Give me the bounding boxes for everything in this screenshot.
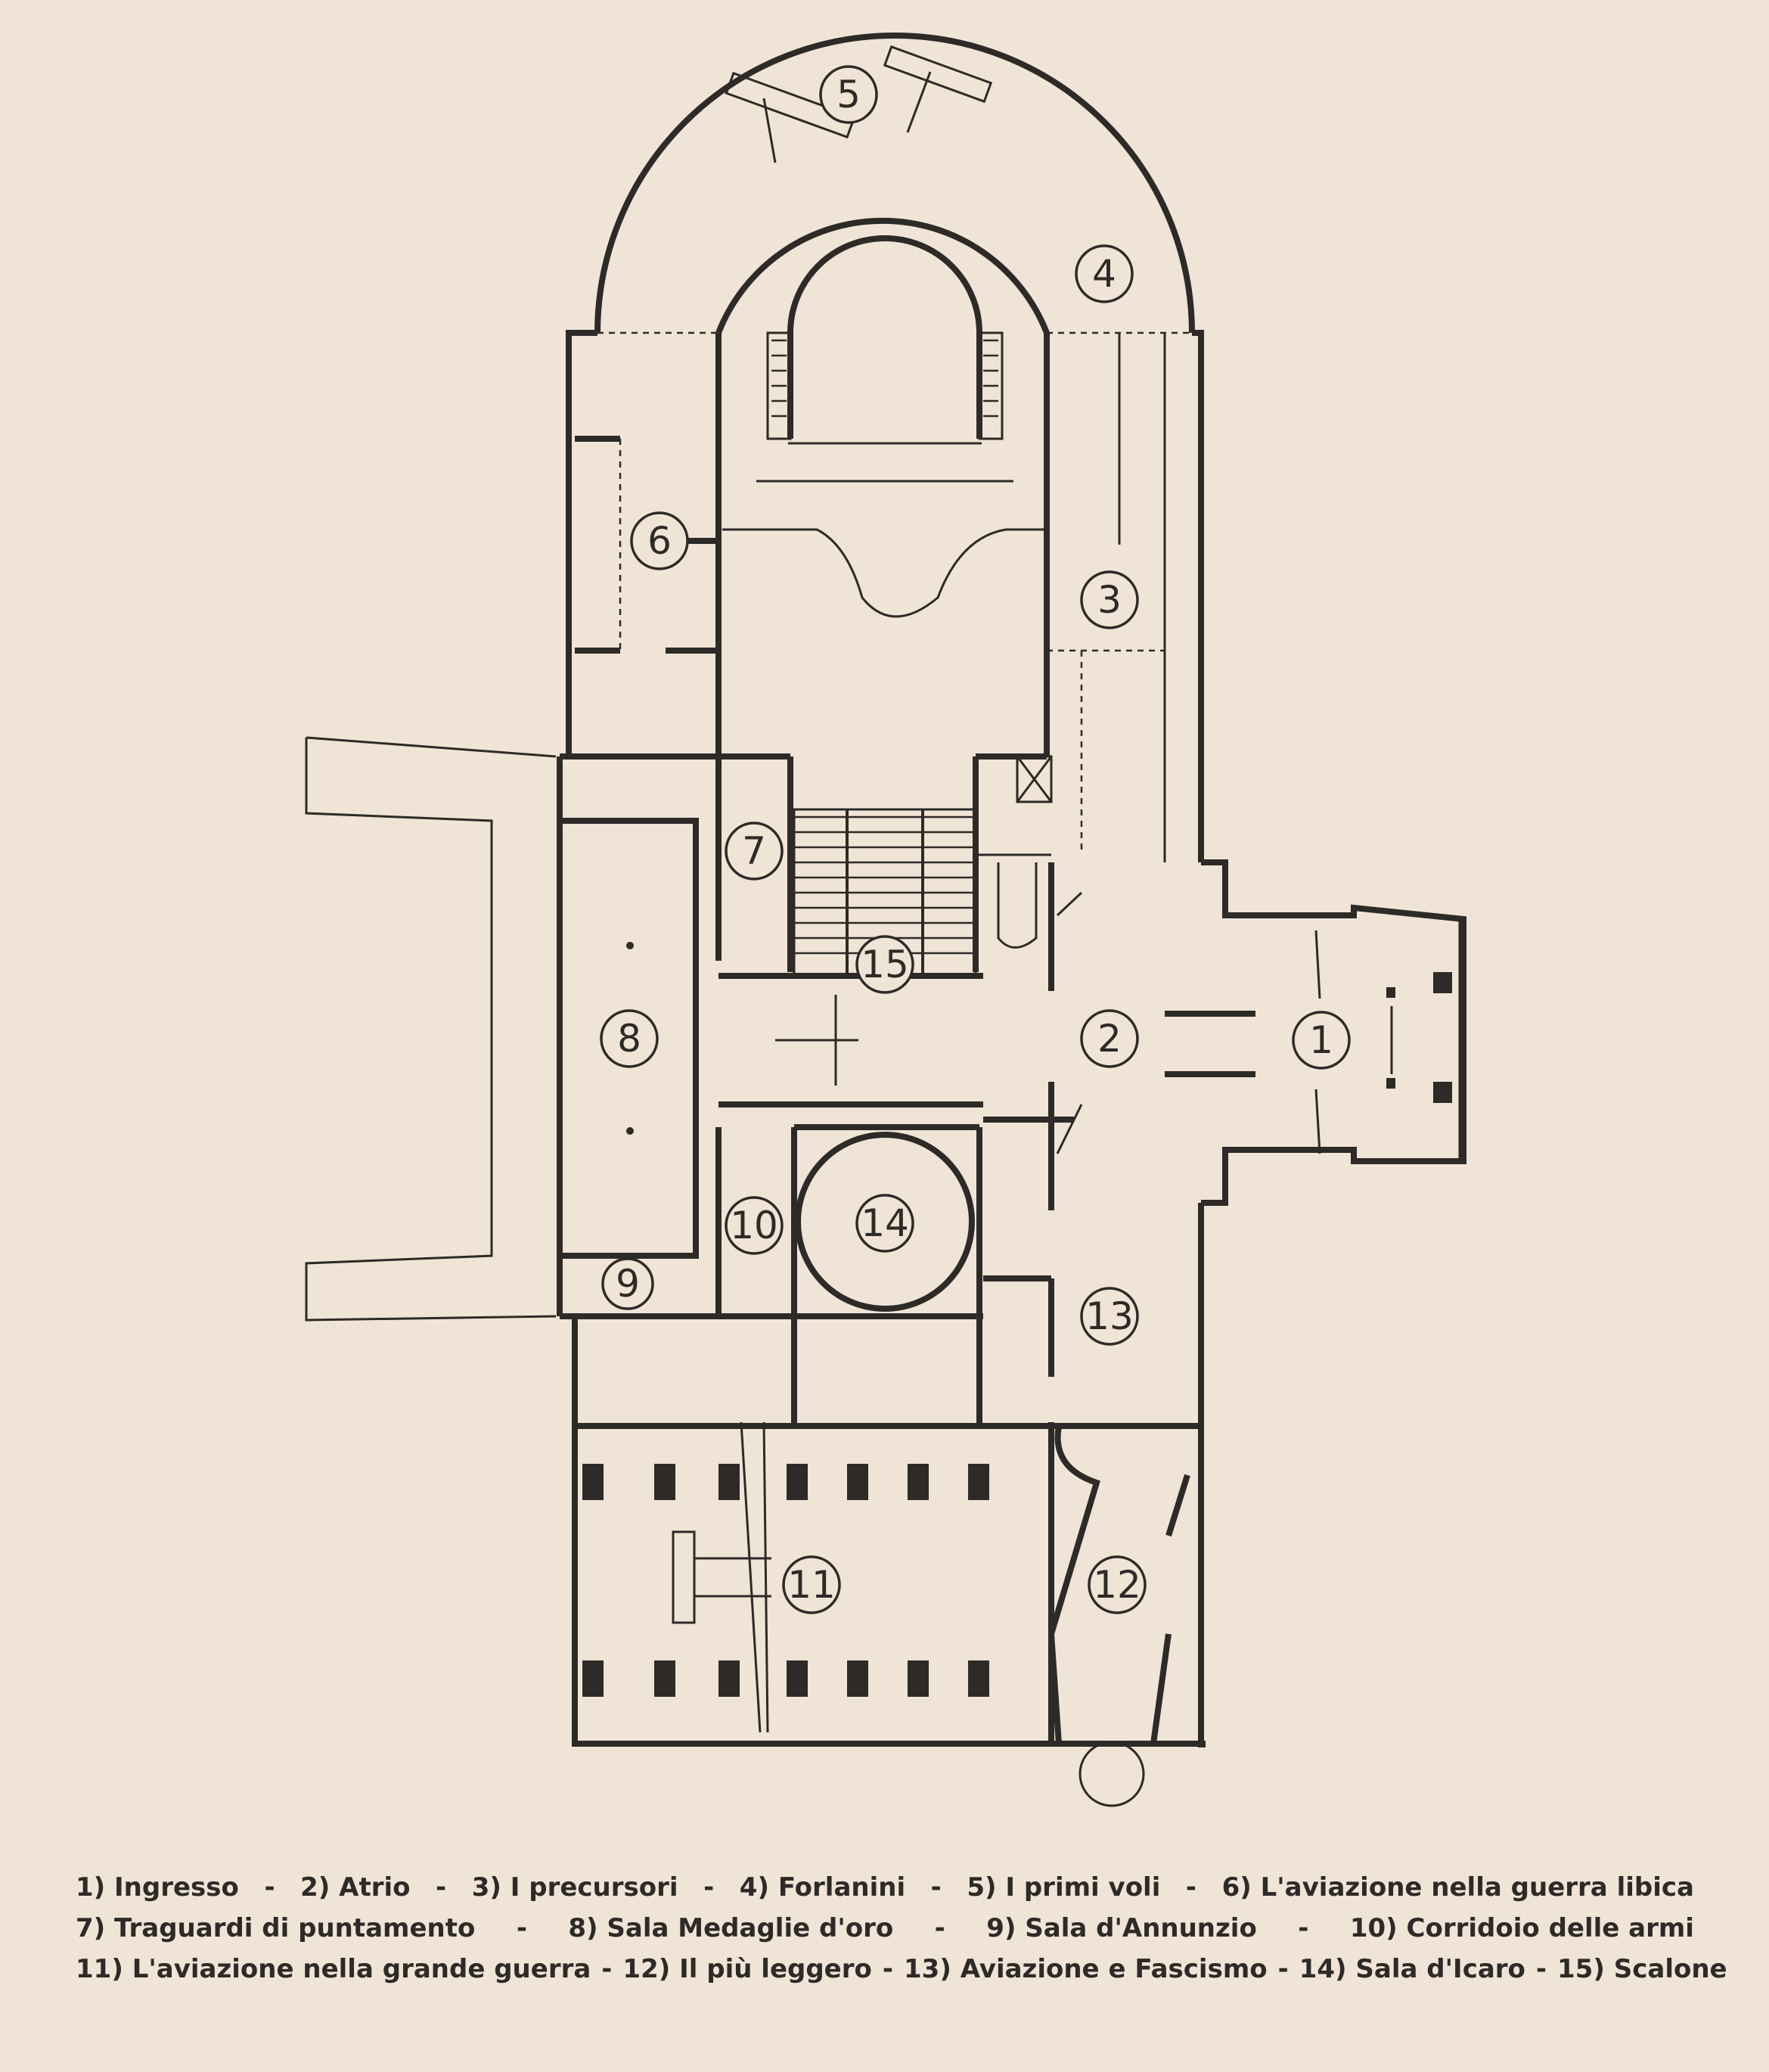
floor-plan: 1 2 3 4 5 6 7 8 9 10 11 12 13 14 15 [305,33,1466,1807]
room-marker-10: 10 [725,1196,784,1255]
legend-separator: - [1185,1872,1197,1903]
svg-text:3: 3 [1097,578,1122,622]
pier-row-top [582,1464,989,1500]
room-marker-15: 15 [855,935,914,994]
legend-separator: - [934,1913,945,1943]
legend-item: 14) Sala d'Icaro [1299,1954,1525,1984]
svg-text:9: 9 [616,1262,640,1306]
svg-text:4: 4 [1092,252,1116,296]
room-marker-6: 6 [630,511,689,570]
legend-row-1: 1) Ingresso- 2) Atrio- 3) I precursori- … [76,1867,1694,1908]
room-marker-13: 13 [1080,1287,1139,1346]
room-marker-7: 7 [725,822,784,881]
legend: 1) Ingresso- 2) Atrio- 3) I precursori- … [76,1867,1727,1990]
room-marker-8: 8 [600,1009,659,1068]
legend-separator: - [264,1872,275,1903]
svg-text:10: 10 [730,1204,778,1247]
room-marker-1: 1 [1292,1011,1351,1070]
svg-text:12: 12 [1093,1563,1141,1607]
svg-text:15: 15 [861,943,909,986]
legend-item: 11) L'aviazione nella grande guerra [76,1954,591,1984]
svg-text:8: 8 [617,1017,641,1061]
svg-text:11: 11 [787,1563,836,1607]
legend-separator: - [436,1872,447,1903]
room-marker-12: 12 [1088,1555,1147,1614]
legend-row-2: 7) Traguardi di puntamento - 8) Sala Meda… [76,1908,1694,1949]
legend-separator: - [516,1913,527,1943]
room-marker-5: 5 [819,65,878,124]
legend-item: 6) L'aviazione nella guerra libica [1221,1872,1694,1903]
legend-item: 10) Corridoio delle armi [1349,1913,1694,1943]
monoplane-icon [883,45,993,133]
room-marker-3: 3 [1080,570,1139,629]
svg-text:14: 14 [861,1201,909,1245]
lower-wing [572,1316,1206,1807]
legend-item: 13) Aviazione e Fascismo [904,1954,1268,1984]
legend-item: 12) Il più leggero [622,1954,872,1984]
legend-separator: - [1298,1913,1309,1943]
svg-text:13: 13 [1085,1294,1134,1338]
legend-separator: - [882,1954,893,1984]
room-marker-9: 9 [601,1257,654,1310]
entrance [1056,859,1466,1206]
legend-separator: - [930,1872,942,1903]
legend-item: 3) I precursori [471,1872,678,1903]
icarus-hall [795,1132,975,1312]
legend-item: 15) Scalone [1557,1954,1727,1984]
legend-separator: - [1535,1954,1547,1984]
legend-item: 5) I primi voli [967,1872,1161,1903]
room-marker-11: 11 [782,1555,841,1614]
legend-separator: - [703,1872,715,1903]
hall11-plane-icon [672,1530,771,1624]
svg-text:1: 1 [1309,1018,1333,1062]
pier-row-bottom [582,1660,989,1697]
legend-separator: - [1277,1954,1289,1984]
legend-item: 7) Traguardi di puntamento [76,1913,476,1943]
room-marker-4: 4 [1075,244,1134,303]
legend-row-3: 11) L'aviazione nella grande guerra- 12)… [76,1949,1727,1990]
biplane-icon [725,71,856,163]
svg-text:7: 7 [742,829,766,873]
apse [594,33,1195,618]
svg-text:5: 5 [836,73,861,116]
legend-separator: - [601,1954,613,1984]
upper-wing [566,330,1204,862]
atrium-plane-icon [775,995,858,1086]
legend-item: 4) Forlanini [739,1872,906,1903]
room-marker-2: 2 [1080,1009,1139,1068]
apse-stairs [771,339,998,418]
legend-item: 8) Sala Medaglie d'oro [568,1913,894,1943]
svg-text:2: 2 [1097,1017,1122,1061]
legend-item: 1) Ingresso [76,1872,239,1903]
room-marker-14: 14 [855,1194,914,1253]
legend-item: 2) Atrio [300,1872,411,1903]
legend-item: 9) Sala d'Annunzio [986,1913,1257,1943]
svg-text:6: 6 [647,519,672,563]
west-annex [305,736,699,1322]
